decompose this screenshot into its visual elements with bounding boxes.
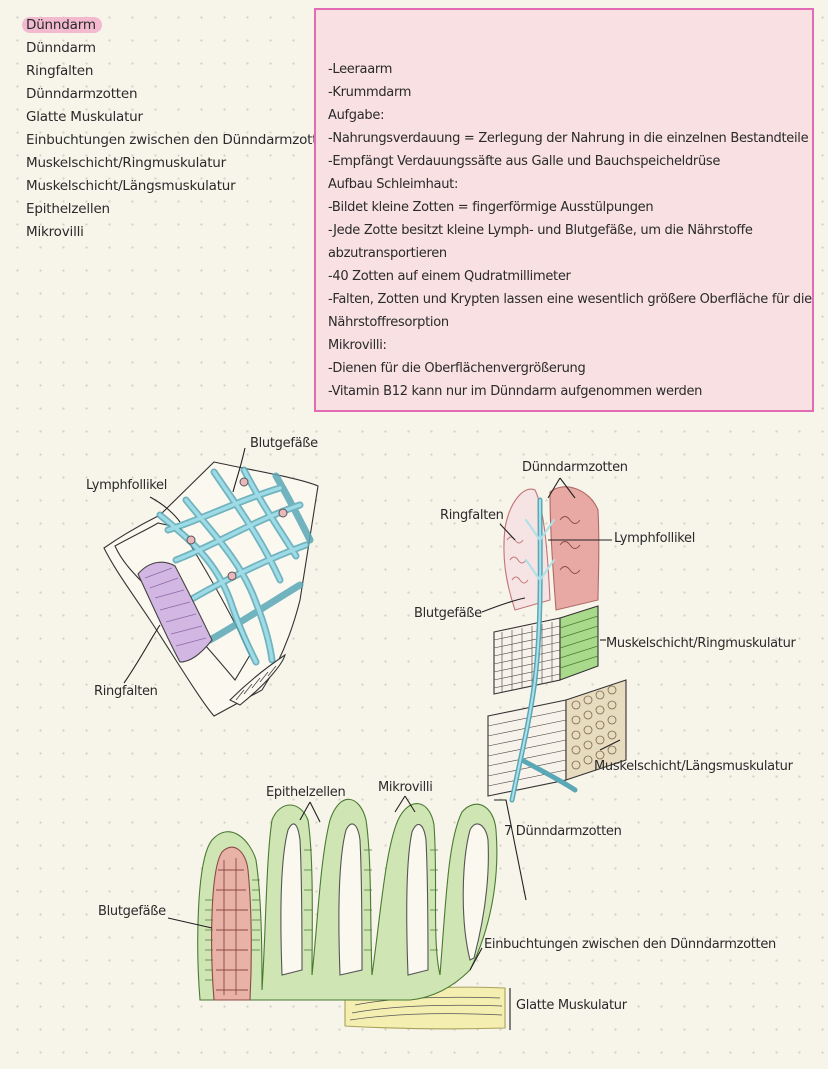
term-item: Mikrovilli [26, 224, 84, 240]
term-item: Glatte Muskulatur [26, 109, 143, 125]
info-line: Aufgabe: [328, 108, 385, 123]
info-line: -Falten, Zotten und Krypten lassen eine … [328, 292, 812, 307]
info-line: -40 Zotten auf einem Qudratmillimeter [328, 269, 571, 284]
leader-line [547, 477, 576, 499]
label-mikrovilli: Mikrovilli [378, 780, 433, 795]
label-blutgefaesse: Blutgefäße [250, 436, 318, 451]
leader-line [123, 624, 161, 684]
longitudinal-muscle-side [565, 679, 627, 781]
info-line: -Bildet kleine Zotten = fingerförmige Au… [328, 200, 654, 215]
leader-line [299, 801, 321, 823]
term-list: Dünndarm Dünndarm Ringfalten Dünndarmzot… [22, 14, 334, 244]
term-item: Ringfalten [26, 63, 94, 79]
leader-line [599, 739, 621, 751]
label-einbuchtungen: Einbuchtungen zwischen den Dünndarmzotte… [484, 937, 776, 952]
leader-line [481, 597, 526, 613]
diagram-villus-block [481, 477, 627, 803]
leader-line [469, 947, 483, 971]
info-line: Nährstoffresorption [328, 315, 449, 330]
term-item: Muskelschicht/Ringmuskulatur [26, 155, 226, 171]
leader-line [499, 523, 516, 541]
diagram-villi-section [167, 795, 527, 1030]
label-lymphfollikel: Lymphfollikel [614, 531, 696, 546]
info-line: -Krummdarm [328, 85, 412, 100]
label-duenndarmzotten: Dünndarmzotten [522, 460, 628, 475]
info-line: -Nahrungsverdauung = Zerlegung der Nahru… [328, 131, 809, 146]
label-epithelzellen: Epithelzellen [266, 785, 346, 800]
info-line: -Dienen für die Oberflächenvergrößerung [328, 361, 586, 376]
info-line: abzutransportieren [328, 246, 447, 261]
villi-bracket [494, 799, 527, 901]
villus-core [211, 846, 252, 1001]
leader-line [232, 447, 246, 493]
label-laengsmuskulatur: Muskelschicht/Längsmuskulatur [594, 759, 793, 774]
leader-line [149, 496, 181, 523]
term-item: Einbuchtungen zwischen den Dünndarmzotte… [26, 132, 334, 148]
info-line: -Vitamin B12 kann nur im Dünndarm aufgen… [328, 384, 703, 399]
circular-muscle-front [493, 617, 561, 695]
circular-muscle-side [559, 605, 599, 681]
term-item-highlighted: Dünndarm [22, 14, 334, 37]
info-line: -Jede Zotte besitzt kleine Lymph- und Bl… [328, 223, 753, 238]
bottom-coil [229, 653, 286, 706]
label-ringfalten: Ringfalten [440, 508, 504, 523]
term-item: Epithelzellen [26, 201, 110, 217]
label-lymphfollikel: Lymphfollikel [86, 478, 168, 493]
info-box: -Leeraarm -Krummdarm Aufgabe: -Nahrungsv… [314, 8, 814, 412]
leader-line [167, 917, 213, 929]
info-line: Aufbau Schleimhaut: [328, 177, 459, 192]
term-item: Dünndarmzotten [26, 86, 138, 102]
term-item: Dünndarm [26, 40, 96, 56]
villus-left [503, 488, 551, 611]
label-zotten-count: 7 Dünndarmzotten [504, 824, 622, 839]
villus-core [338, 823, 363, 976]
lymph-follicles [186, 477, 288, 581]
diagram-wall-section [103, 447, 319, 717]
term-item: Muskelschicht/Längsmuskulatur [26, 178, 236, 194]
label-blutgefaesse: Blutgefäße [414, 606, 482, 621]
villus-core [406, 823, 429, 976]
info-line: -Empfängt Verdauungssäfte aus Galle und … [328, 154, 721, 169]
leader-line [394, 795, 416, 813]
villus-core [462, 823, 489, 961]
label-ringfalten: Ringfalten [94, 684, 158, 699]
info-line: -Leeraarm [328, 62, 393, 77]
label-blutgefaesse: Blutgefäße [98, 904, 166, 919]
villus-core [280, 823, 303, 976]
info-line: Mikrovilli: [328, 338, 387, 353]
circular-fold [137, 561, 213, 663]
label-ringmuskulatur: Muskelschicht/Ringmuskulatur [606, 636, 796, 651]
label-glatte-muskulatur: Glatte Muskulatur [516, 998, 627, 1013]
